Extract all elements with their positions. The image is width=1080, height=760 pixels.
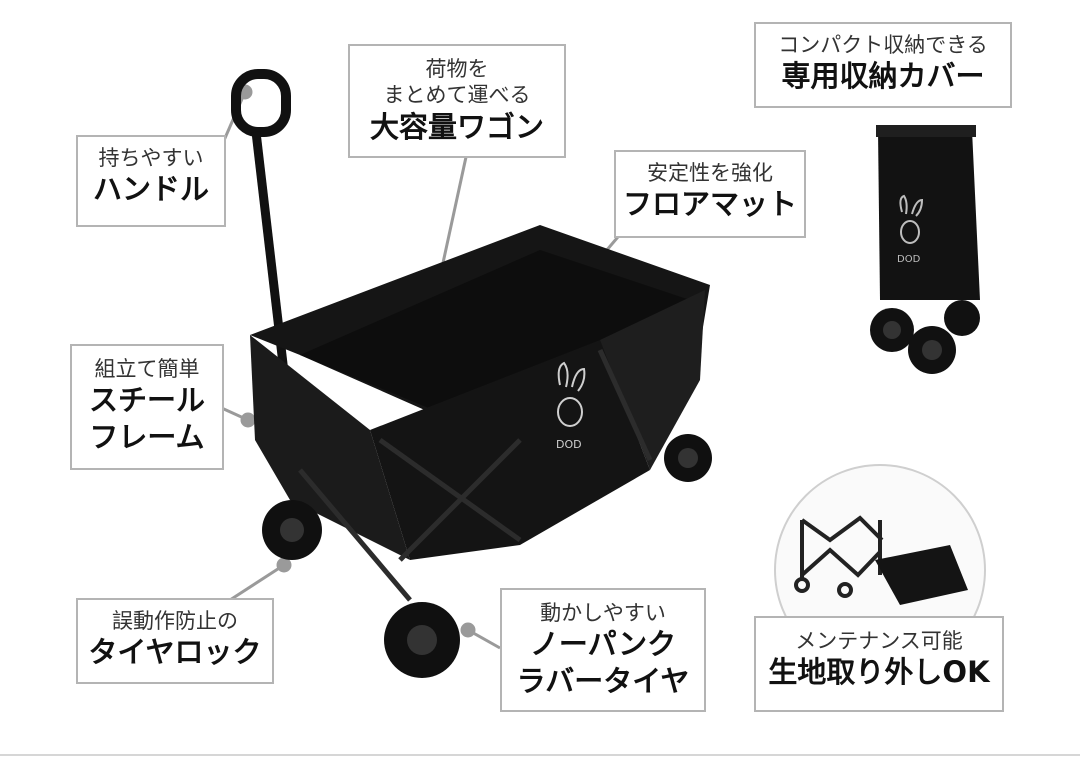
callout-maintenance: メンテナンス可能 生地取り外しOK [754, 616, 1004, 712]
callout-frame-line2: スチール [88, 383, 205, 418]
callout-floor-mat-line1: 安定性を強化 [647, 161, 773, 185]
wheel-rear-left [262, 500, 322, 560]
callout-capacity: 荷物を まとめて運べる 大容量ワゴン [348, 44, 566, 158]
callout-tires: 動かしやすい ノーパンク ラバータイヤ [500, 588, 706, 712]
wheel-front-left [384, 602, 460, 678]
callout-frame-line1: 組立て簡単 [94, 357, 200, 381]
callout-storage-cover: コンパクト収納できる 専用収納カバー [754, 22, 1012, 108]
bottom-divider [0, 754, 1080, 756]
callout-storage-cover-line1: コンパクト収納できる [778, 33, 988, 57]
callout-maintenance-line1: メンテナンス可能 [795, 629, 963, 653]
callout-floor-mat-line2: フロアマット [622, 187, 797, 222]
callout-handle-line2: ハンドル [92, 172, 209, 207]
folded-wagon: DOD [870, 125, 980, 374]
callout-handle-line1: 持ちやすい [98, 146, 204, 170]
callout-floor-mat: 安定性を強化 フロアマット [614, 150, 806, 238]
wheel-rear-right [664, 434, 712, 482]
callout-tire-lock: 誤動作防止の タイヤロック [76, 598, 274, 684]
wagon-side-panel [250, 335, 410, 560]
callout-handle: 持ちやすい ハンドル [76, 135, 226, 227]
callout-frame: 組立て簡単 スチール フレーム [70, 344, 224, 470]
handle-grip [231, 69, 291, 137]
callout-capacity-line2: まとめて運べる [383, 83, 531, 108]
wagon-logo-text: DOD [556, 438, 582, 451]
callout-capacity-line1: 荷物を [425, 57, 489, 81]
rabbit-logo [557, 361, 586, 427]
cover-logo-text: DOD [897, 254, 921, 265]
callout-tires-line2: ノーパンク [529, 627, 677, 662]
callout-tires-line1: 動かしやすい [540, 601, 666, 625]
removed-fabric-liner [875, 545, 968, 605]
callout-tires-line3: ラバータイヤ [516, 663, 690, 698]
callout-tire-lock-line2: タイヤロック [88, 635, 262, 670]
cover-rabbit-logo [899, 194, 924, 244]
callout-tire-lock-line1: 誤動作防止の [112, 609, 238, 633]
storage-cover-bag [878, 130, 980, 300]
callout-capacity-line3: 大容量ワゴン [369, 109, 544, 144]
callout-maintenance-line2: 生地取り外しOK [768, 655, 990, 690]
wagon-right-panel [600, 290, 705, 470]
callout-frame-line3: フレーム [89, 419, 205, 454]
callout-storage-cover-line2: 専用収納カバー [781, 59, 985, 94]
wagon-interior [300, 250, 690, 425]
wagon: DOD [231, 69, 712, 678]
